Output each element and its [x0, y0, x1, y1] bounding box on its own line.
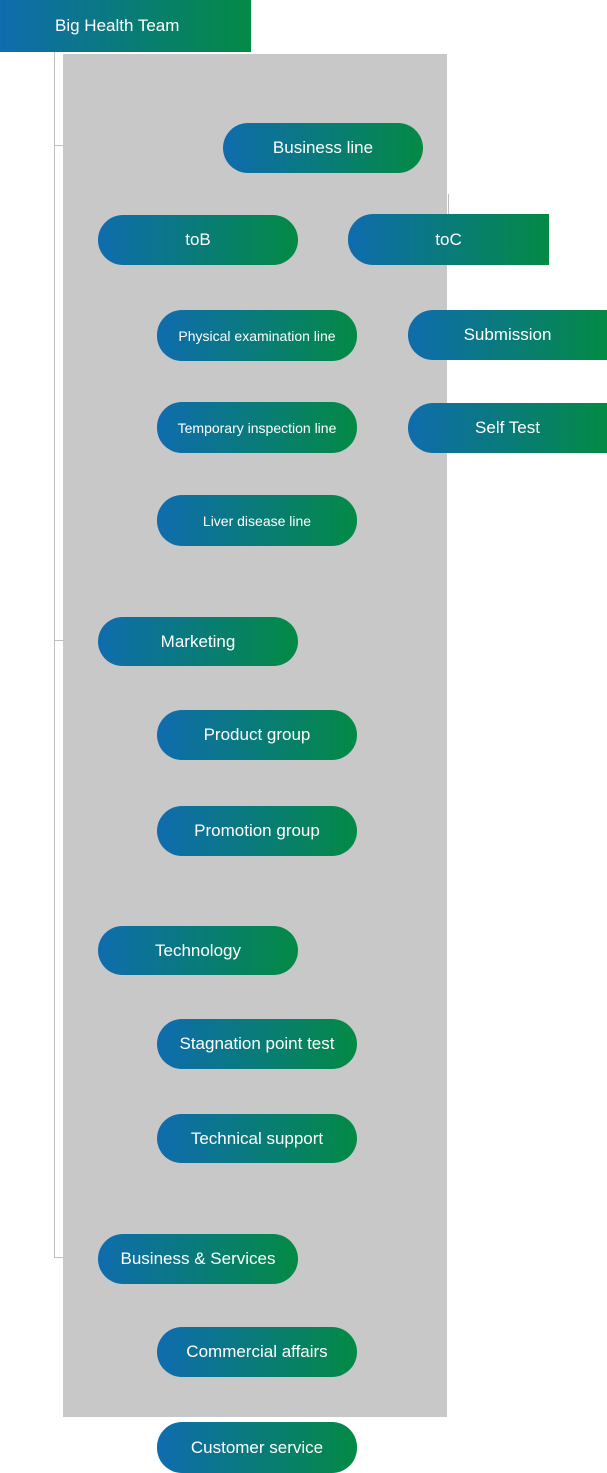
node-commercial-affairs[interactable]: Commercial affairs: [157, 1327, 357, 1377]
node-tob[interactable]: toB: [98, 215, 298, 265]
node-label: Commercial affairs: [186, 1342, 328, 1361]
node-temporary-inspection-line[interactable]: Temporary inspection line: [157, 402, 357, 453]
node-label: Physical examination line: [178, 327, 336, 344]
org-root-header[interactable]: Big Health Team: [0, 0, 251, 52]
connector-branch-business-line: [54, 145, 64, 146]
node-label: Customer service: [190, 1437, 324, 1457]
node-label: Business line: [272, 138, 374, 157]
node-business-services[interactable]: Business & Services: [98, 1234, 298, 1284]
org-root-label: Big Health Team: [55, 16, 180, 35]
node-toc[interactable]: toC: [348, 214, 549, 265]
node-self-test[interactable]: Self Test: [408, 403, 607, 453]
node-label: toC: [435, 229, 462, 249]
node-label: Technology: [154, 940, 241, 960]
node-business-line[interactable]: Business line: [223, 123, 423, 173]
node-label: Stagnation point test: [179, 1034, 335, 1053]
node-technical-support[interactable]: Technical support: [157, 1114, 357, 1163]
node-label: Promotion group: [194, 821, 320, 840]
connector-branch-business-services: [54, 1257, 64, 1258]
node-technology[interactable]: Technology: [98, 926, 298, 975]
node-physical-examination-line[interactable]: Physical examination line: [157, 310, 357, 361]
node-label: Self Test: [475, 418, 540, 437]
node-label: Business & Services: [120, 1249, 276, 1268]
connector-drop-toc: [448, 194, 449, 214]
node-label: toB: [185, 230, 211, 249]
node-promotion-group[interactable]: Promotion group: [157, 806, 357, 856]
node-label: Product group: [203, 725, 311, 744]
node-label: Technical support: [190, 1128, 324, 1148]
connector-trunk-vertical: [54, 52, 55, 1258]
node-label: Marketing: [160, 631, 236, 651]
connector-branch-marketing: [54, 640, 64, 641]
node-label: Temporary inspection line: [177, 419, 337, 436]
node-liver-disease-line[interactable]: Liver disease line: [157, 495, 357, 546]
node-marketing[interactable]: Marketing: [98, 617, 298, 666]
node-stagnation-point-test[interactable]: Stagnation point test: [157, 1019, 357, 1069]
node-label: Liver disease line: [202, 512, 312, 529]
node-customer-service[interactable]: Customer service: [157, 1422, 357, 1473]
node-submission[interactable]: Submission: [408, 310, 607, 360]
node-label: Submission: [463, 325, 552, 344]
node-product-group[interactable]: Product group: [157, 710, 357, 760]
